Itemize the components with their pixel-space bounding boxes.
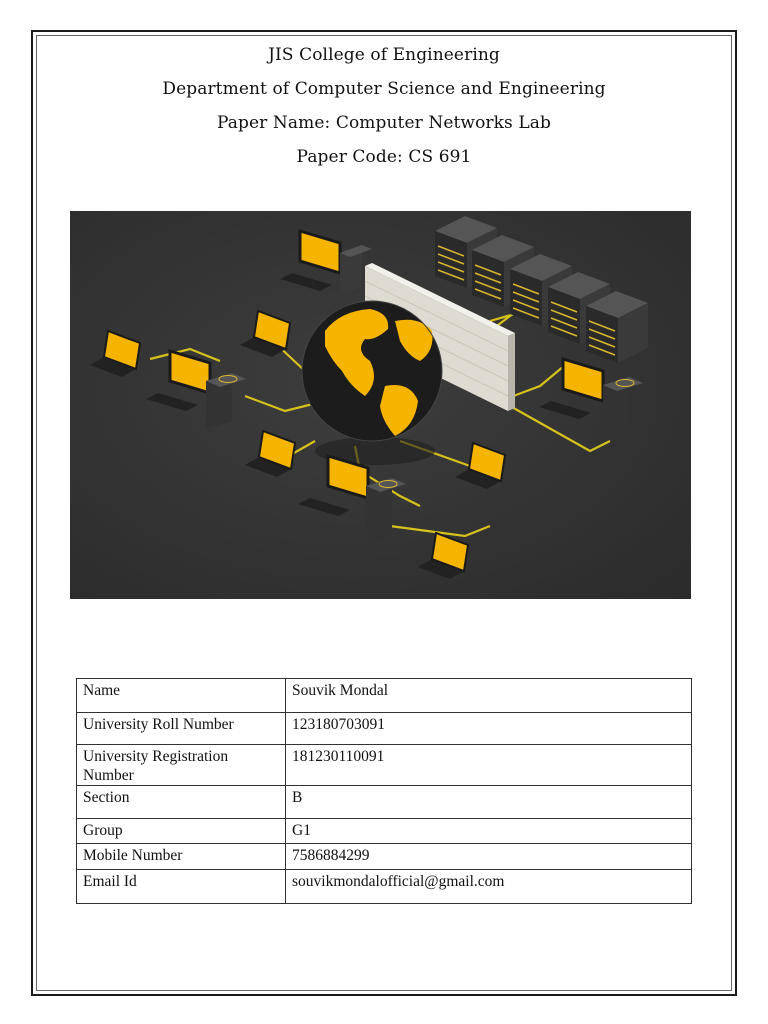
student-info-table: Name Souvik Mondal University Roll Numbe… xyxy=(76,678,692,904)
table-row: Mobile Number 7586884299 xyxy=(76,843,692,870)
page-border-inner xyxy=(36,35,732,991)
table-row: Section B xyxy=(76,785,692,819)
row-value-registration-number: 181230110091 xyxy=(285,744,692,786)
row-label-email: Email Id xyxy=(76,869,286,904)
row-value-section: B xyxy=(285,785,692,819)
row-value-roll-number: 123180703091 xyxy=(285,712,692,745)
page-border xyxy=(31,30,737,996)
row-label-mobile-number: Mobile Number xyxy=(76,843,286,870)
row-value-email: souvikmondalofficial@gmail.com xyxy=(285,869,692,904)
row-value-name: Souvik Mondal xyxy=(285,678,692,713)
row-label-section: Section xyxy=(76,785,286,819)
table-row: Email Id souvikmondalofficial@gmail.com xyxy=(76,869,692,904)
row-label-registration-number: University Registration Number xyxy=(76,744,286,786)
table-row: University Roll Number 123180703091 xyxy=(76,712,692,745)
table-row: University Registration Number 181230110… xyxy=(76,744,692,786)
college-name: JIS College of Engineering xyxy=(268,45,500,65)
table-row: Name Souvik Mondal xyxy=(76,678,692,713)
department-name: Department of Computer Science and Engin… xyxy=(162,79,606,99)
row-label-group: Group xyxy=(76,818,286,844)
paper-name: Paper Name: Computer Networks Lab xyxy=(217,113,551,133)
table-row: Group G1 xyxy=(76,818,692,844)
paper-code: Paper Code: CS 691 xyxy=(296,147,472,167)
network-illustration xyxy=(70,211,691,599)
row-value-mobile-number: 7586884299 xyxy=(285,843,692,870)
row-label-name: Name xyxy=(76,678,286,713)
row-value-group: G1 xyxy=(285,818,692,844)
row-label-roll-number: University Roll Number xyxy=(76,712,286,745)
